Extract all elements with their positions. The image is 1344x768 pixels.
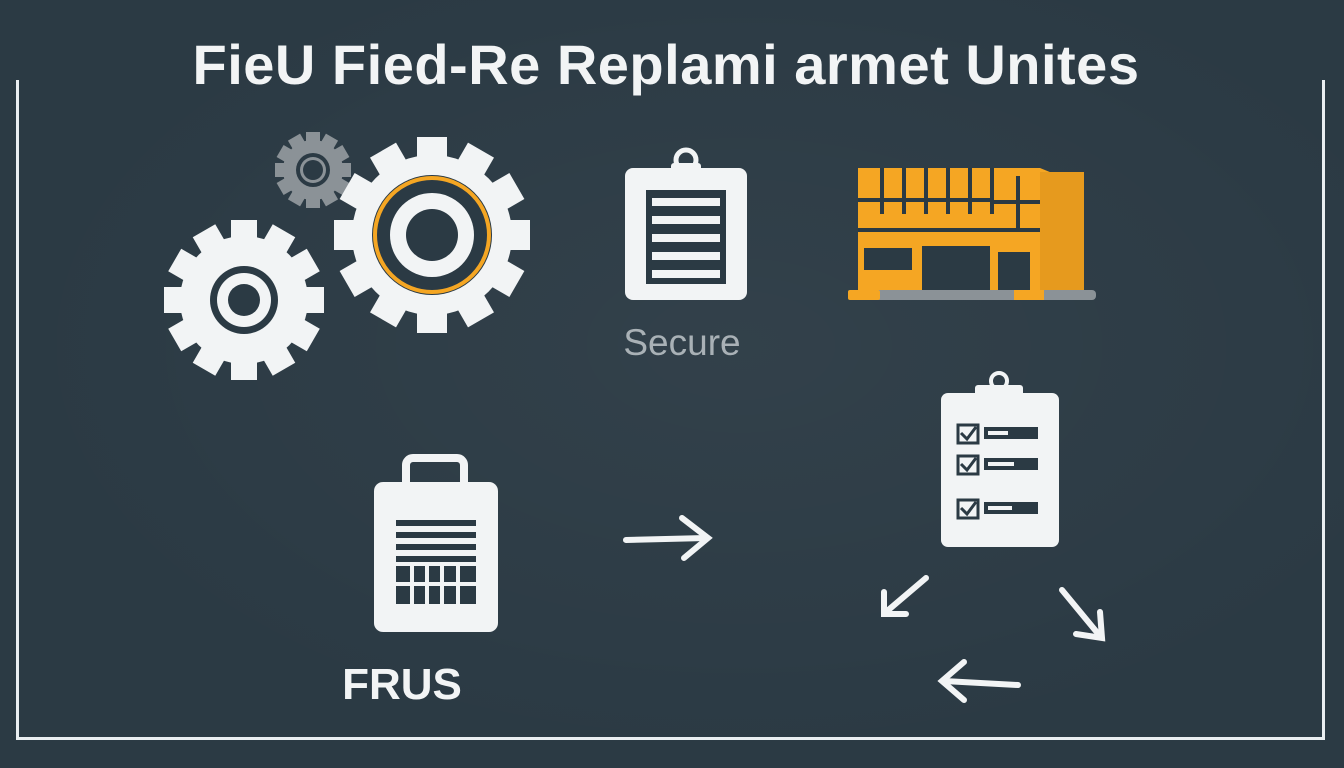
frame-right-border xyxy=(1322,80,1325,740)
warehouse-icon xyxy=(848,168,1096,300)
gears-icon xyxy=(164,132,530,380)
arrow-right-icon xyxy=(623,515,713,561)
arrow-down-right-icon xyxy=(1059,587,1106,642)
frus-label: FRUS xyxy=(342,660,462,709)
calculator-bag-icon xyxy=(374,454,498,632)
arrow-down-left-icon xyxy=(881,575,929,617)
arrow-left-icon xyxy=(937,659,1021,703)
small-gear-icon xyxy=(275,132,351,208)
clipboard-icon xyxy=(625,147,747,300)
frame-left-border xyxy=(16,80,19,740)
right-gear-icon xyxy=(334,137,530,333)
frame-bottom-border xyxy=(16,737,1325,740)
cycle-arrows-icon xyxy=(881,575,1106,703)
left-gear-icon xyxy=(164,220,324,380)
secure-label: Secure xyxy=(623,322,741,363)
page-title: FieU Fied-Re Replami armet Unites xyxy=(192,33,1140,96)
checklist-clipboard-icon xyxy=(941,371,1059,547)
